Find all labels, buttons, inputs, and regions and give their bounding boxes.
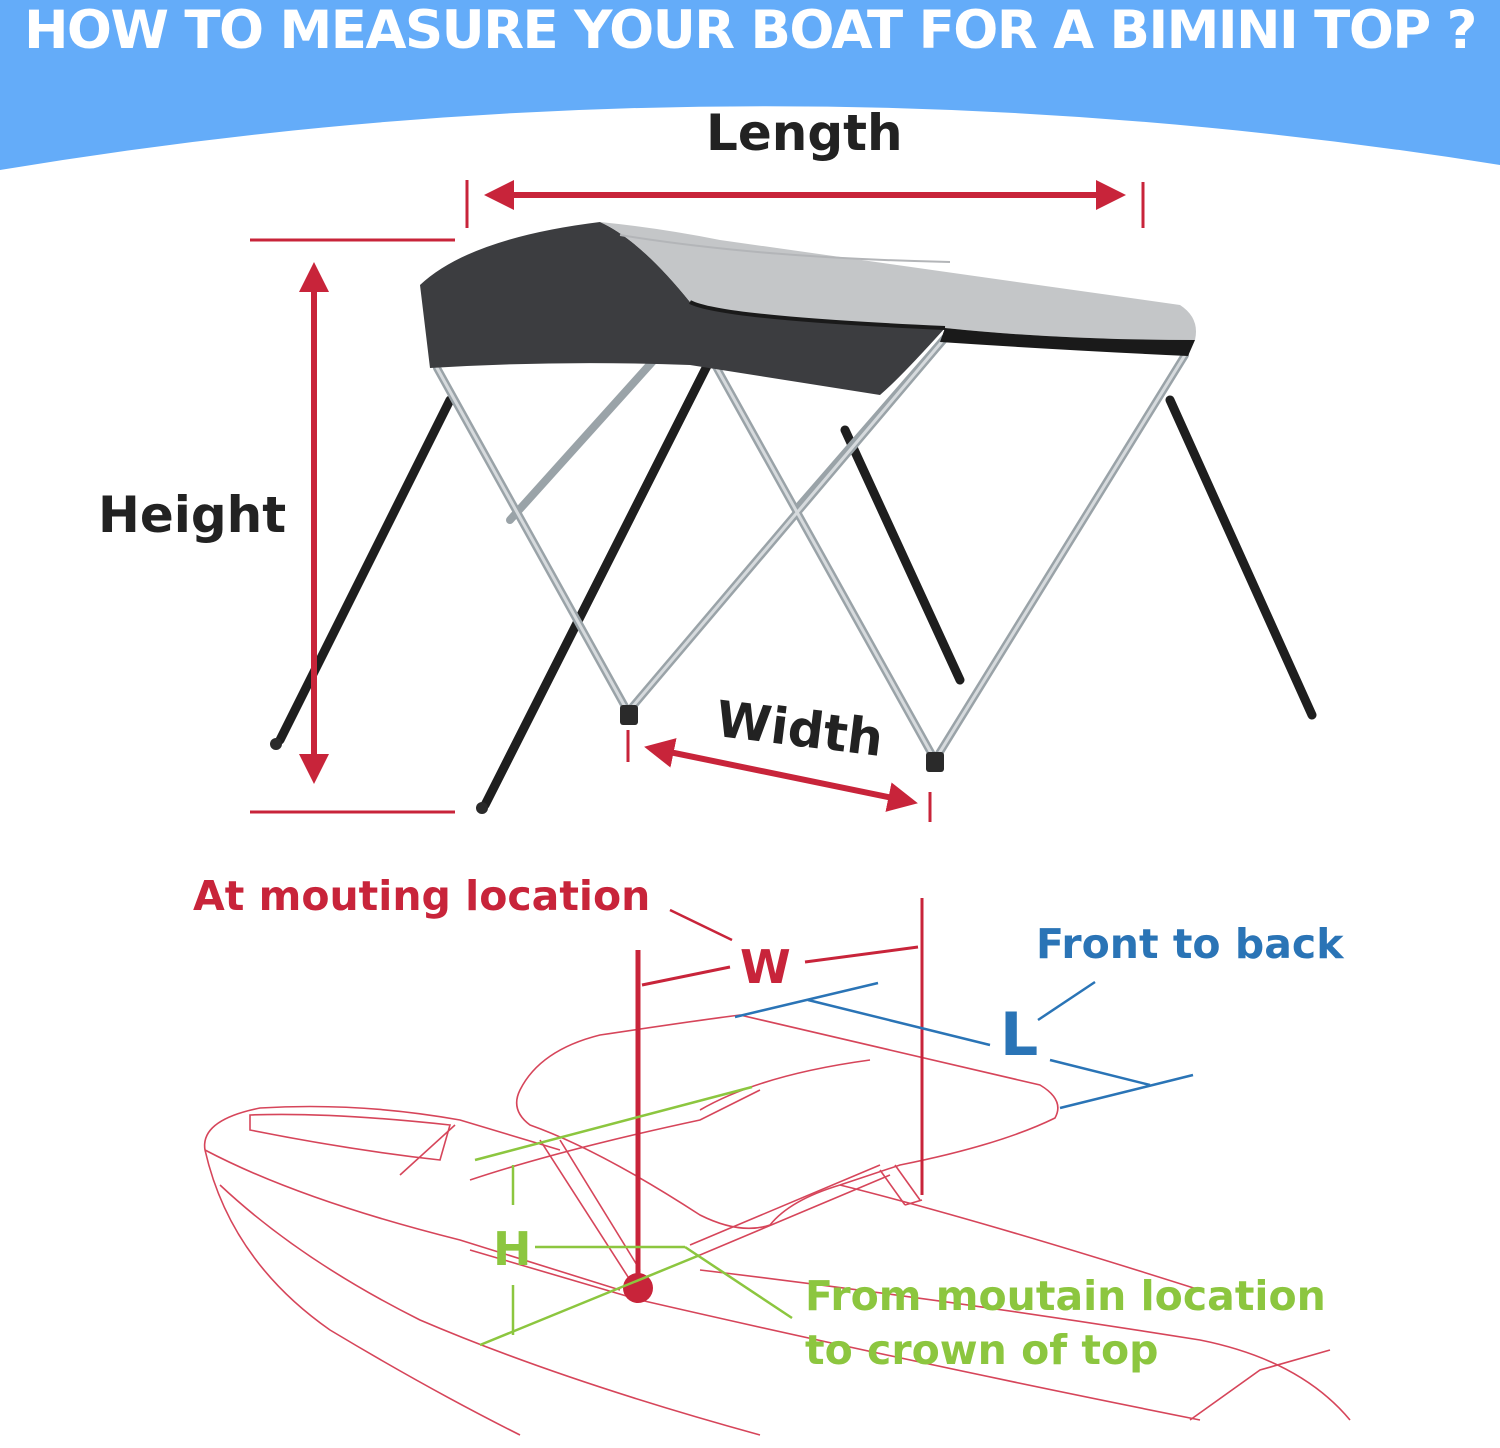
header-band <box>0 0 1500 170</box>
length-label: Length <box>706 104 903 162</box>
page-title: HOW TO MEASURE YOUR BOAT FOR A BIMINI TO… <box>24 0 1477 61</box>
boat-outline <box>203 1014 1351 1436</box>
mounting-point-dot <box>623 1273 653 1303</box>
front-to-back-label: Front to back <box>1036 920 1344 968</box>
height-label: Height <box>98 486 287 544</box>
bimini-top-illustration <box>270 222 1317 814</box>
h-dimension <box>474 1085 793 1347</box>
h-label: H <box>493 1222 532 1276</box>
mount-to-crown-label-line2: to crown of top <box>805 1326 1159 1374</box>
width-arrow <box>644 738 918 812</box>
w-label: W <box>740 940 791 994</box>
width-dimension <box>626 730 932 822</box>
mounting-location-label: At mouting location <box>193 872 651 920</box>
length-dimension <box>465 180 1145 228</box>
l-dimension <box>734 980 1194 1110</box>
l-label: L <box>1000 1000 1039 1070</box>
height-dimension <box>250 238 455 814</box>
mount-to-crown-label-line1: From moutain location <box>805 1272 1326 1320</box>
